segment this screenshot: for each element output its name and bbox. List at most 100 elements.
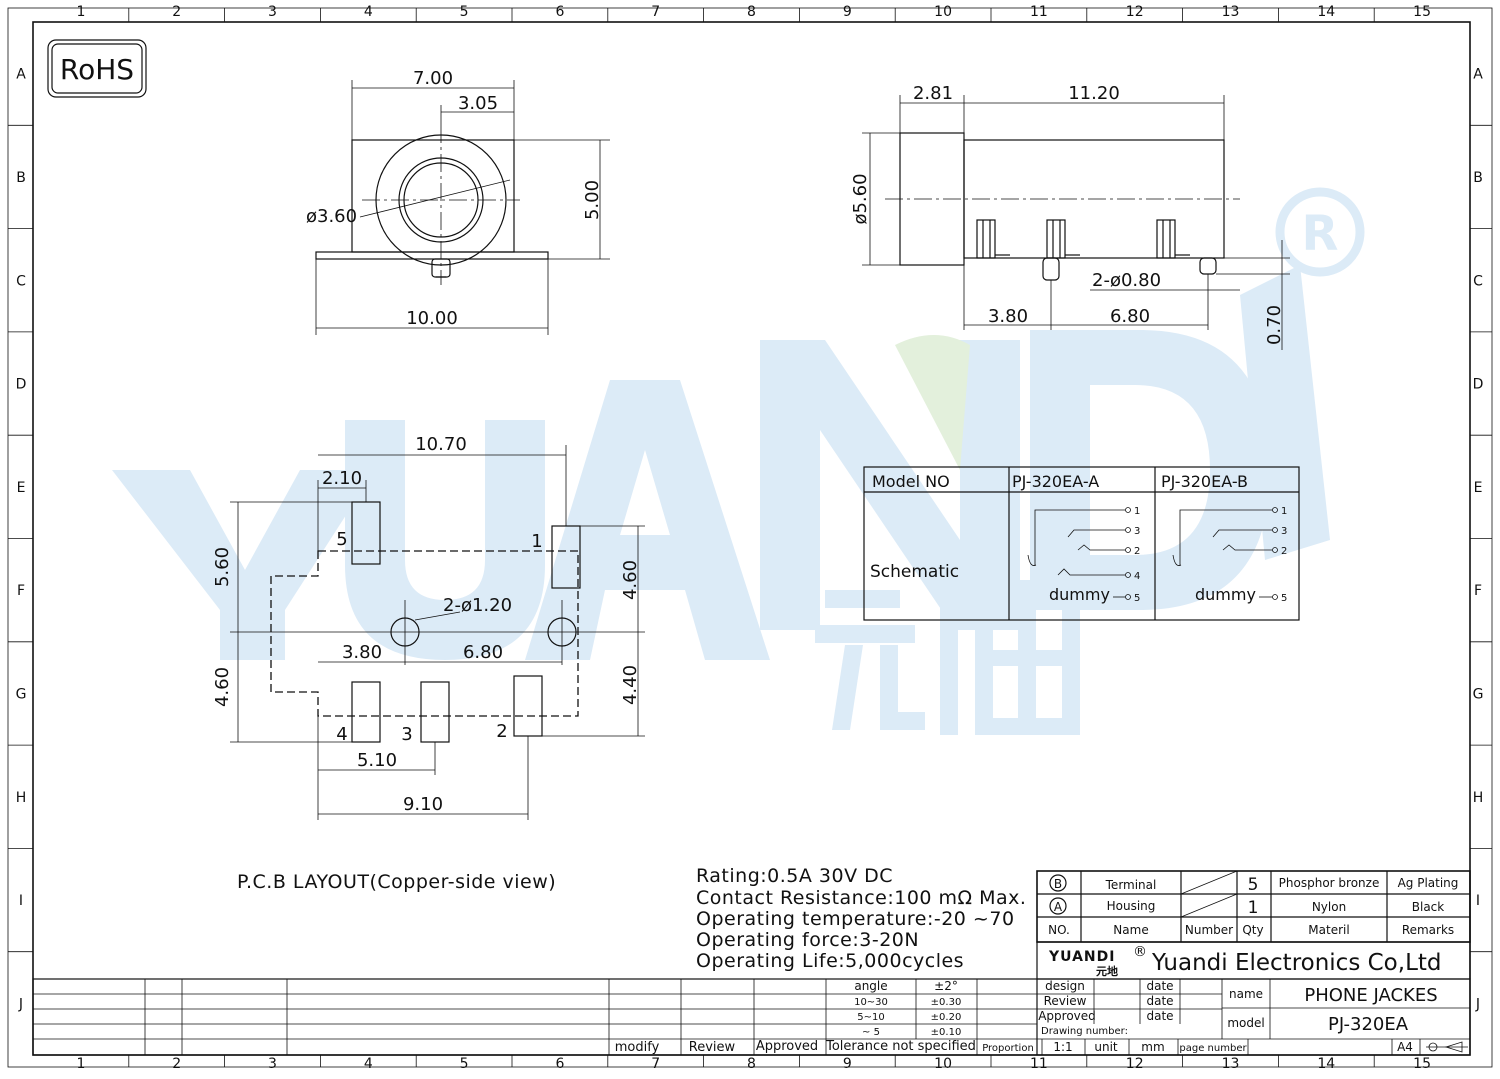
zone-row-right-J: J bbox=[1475, 996, 1480, 1012]
zone-row-right-H: H bbox=[1473, 790, 1484, 806]
value-name: PHONE JACKES bbox=[1304, 985, 1437, 1006]
zone-row-left-G: G bbox=[16, 686, 27, 702]
zone-col-bottom-5: 5 bbox=[460, 1056, 469, 1072]
zone-row-right-I: I bbox=[1476, 893, 1480, 909]
dim-collar: 2.81 bbox=[913, 83, 953, 104]
bom-header-name: Name bbox=[1113, 923, 1148, 937]
label-design: design bbox=[1045, 979, 1085, 993]
zone-row-left-F: F bbox=[17, 583, 25, 599]
pin-a-4: 4 bbox=[1134, 571, 1140, 582]
dim-pin-a: 3.80 bbox=[988, 306, 1028, 327]
zone-col-top-9: 9 bbox=[843, 4, 852, 20]
label-name: name bbox=[1229, 987, 1263, 1001]
dim-pad-span2: 9.10 bbox=[403, 794, 443, 815]
spec-contact-resistance: Contact Resistance:100 mΩ Max. bbox=[696, 887, 1026, 909]
spec-force: Operating force:3-20N bbox=[696, 929, 919, 951]
zone-col-bottom-13: 13 bbox=[1222, 1056, 1240, 1072]
schematic-table: Model NO PJ-320EA-A PJ-320EA-B Schematic… bbox=[863, 466, 1300, 621]
zone-col-top-1: 1 bbox=[76, 4, 85, 20]
dim-pad-offset: 2.10 bbox=[322, 468, 362, 489]
bom-row-1-no: B bbox=[1054, 877, 1062, 891]
sheet-border: 1122334455667788991010111112121313141415… bbox=[7, 4, 1493, 1072]
zone-row-left-D: D bbox=[16, 377, 27, 393]
zone-col-bottom-3: 3 bbox=[268, 1056, 277, 1072]
pin-a-3: 3 bbox=[1134, 526, 1140, 537]
zone-row-right-B: B bbox=[1473, 170, 1483, 186]
zone-col-bottom-4: 4 bbox=[364, 1056, 373, 1072]
bom-header-remarks: Remarks bbox=[1402, 923, 1454, 937]
label-date-3: date bbox=[1146, 1009, 1173, 1023]
pcb-layout: 5 1 4 3 2 10.70 2.10 5.60 4.60 4.60 4.40… bbox=[212, 434, 645, 893]
spec-temperature: Operating temperature:-20 ~70 bbox=[696, 908, 1015, 930]
pad-label-4: 4 bbox=[336, 724, 347, 745]
zone-col-top-3: 3 bbox=[268, 4, 277, 20]
zone-row-left-A: A bbox=[16, 67, 26, 83]
value-unit: mm bbox=[1141, 1040, 1164, 1054]
zone-col-bottom-12: 12 bbox=[1126, 1056, 1144, 1072]
zone-row-right-E: E bbox=[1474, 480, 1483, 496]
dim-holes: 2-ø1.20 bbox=[443, 595, 512, 616]
zone-col-bottom-1: 1 bbox=[76, 1056, 85, 1072]
bom-header-material: Materil bbox=[1308, 923, 1349, 937]
zone-col-top-13: 13 bbox=[1222, 4, 1240, 20]
bom-row-2-material: Nylon bbox=[1312, 900, 1346, 914]
dim-body: 11.20 bbox=[1068, 83, 1120, 104]
zone-row-left-C: C bbox=[16, 273, 26, 289]
company-logo: YUANDI bbox=[1048, 949, 1115, 965]
rev-modify: modify bbox=[615, 1040, 660, 1055]
bom-header-number: Number bbox=[1185, 923, 1233, 937]
tol-row-4-value: ±0.10 bbox=[931, 1027, 962, 1038]
zone-col-bottom-9: 9 bbox=[843, 1056, 852, 1072]
zone-row-left-E: E bbox=[17, 480, 26, 496]
pin-b-1: 1 bbox=[1281, 506, 1287, 517]
dim-diameter: ø5.60 bbox=[850, 173, 871, 224]
zone-col-bottom-2: 2 bbox=[172, 1056, 181, 1072]
zone-row-left-I: I bbox=[19, 893, 23, 909]
zone-col-bottom-10: 10 bbox=[934, 1056, 952, 1072]
pin-a-2: 2 bbox=[1134, 546, 1140, 557]
zone-col-top-4: 4 bbox=[364, 4, 373, 20]
header-model-b: PJ-320EA-B bbox=[1161, 472, 1248, 491]
zone-col-bottom-6: 6 bbox=[555, 1056, 564, 1072]
zone-col-bottom-14: 14 bbox=[1317, 1056, 1335, 1072]
yuandi-watermark: R bbox=[112, 187, 1365, 735]
zone-row-left-J: J bbox=[18, 996, 23, 1012]
zone-row-right-G: G bbox=[1473, 686, 1484, 702]
zone-col-top-6: 6 bbox=[555, 4, 564, 20]
dim-width-top: 7.00 bbox=[413, 68, 453, 89]
side-view: 2.81 11.20 ø5.60 2-ø0.80 3.80 6.80 0.70 bbox=[850, 83, 1290, 350]
zone-col-top-7: 7 bbox=[651, 4, 660, 20]
bom-row-1-remarks: Ag Plating bbox=[1398, 876, 1459, 890]
bom-row-1-qty: 5 bbox=[1248, 875, 1259, 895]
label-unit: unit bbox=[1094, 1040, 1118, 1054]
company-logo-cn: 元地 bbox=[1096, 964, 1118, 978]
zone-col-top-11: 11 bbox=[1030, 4, 1048, 20]
rev-review: Review bbox=[689, 1040, 736, 1055]
dim-left-lower: 4.60 bbox=[212, 667, 233, 707]
pin-b-3: 3 bbox=[1281, 526, 1287, 537]
header-model-a: PJ-320EA-A bbox=[1012, 472, 1099, 491]
dummy-label-b: dummy bbox=[1195, 585, 1256, 604]
dim-right-lower: 4.40 bbox=[620, 665, 641, 705]
dim-pin-b: 6.80 bbox=[1110, 306, 1150, 327]
company-name: Yuandi Electronics Co,Ltd bbox=[1151, 950, 1442, 976]
dim-pin-len: 0.70 bbox=[1264, 305, 1285, 345]
dim-total: 10.70 bbox=[415, 434, 467, 455]
schematic-b bbox=[1172, 507, 1278, 600]
label-review: Review bbox=[1044, 994, 1087, 1008]
tol-row-2-value: ±0.30 bbox=[931, 997, 962, 1008]
zone-row-left-B: B bbox=[16, 170, 26, 186]
zone-col-bottom-11: 11 bbox=[1030, 1056, 1048, 1072]
zone-row-left-H: H bbox=[16, 790, 27, 806]
rohs-label: RoHS bbox=[60, 53, 134, 86]
dim-pad-span1: 5.10 bbox=[357, 750, 397, 771]
value-paper-size: A4 bbox=[1397, 1040, 1413, 1054]
zone-col-top-2: 2 bbox=[172, 4, 181, 20]
bom-header-no: NO. bbox=[1048, 923, 1070, 937]
pin-b-2: 2 bbox=[1281, 546, 1287, 557]
specs-list: Rating:0.5A 30V DC Contact Resistance:10… bbox=[696, 865, 1026, 972]
tol-row-4-label: ~ 5 bbox=[862, 1027, 880, 1038]
dim-flange: 10.00 bbox=[406, 308, 458, 329]
label-drawing-number: Drawing number: bbox=[1041, 1026, 1128, 1037]
